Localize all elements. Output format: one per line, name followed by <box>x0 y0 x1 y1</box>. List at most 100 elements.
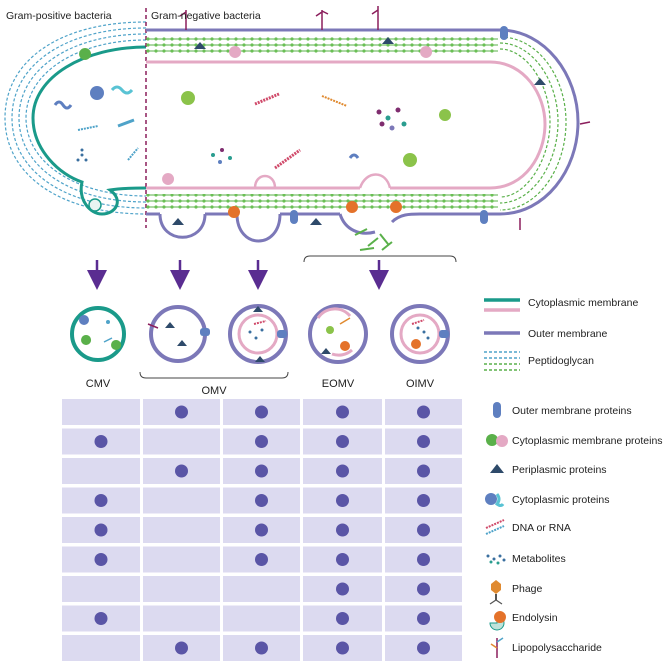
matrix-cell <box>143 576 220 602</box>
legend-label: Endolysin <box>512 612 558 624</box>
metabolites-icon <box>486 554 506 565</box>
presence-dot <box>417 612 430 625</box>
matrix-cell <box>62 635 140 661</box>
legend-label: Lipopolysaccharide <box>512 642 602 654</box>
presence-dot <box>255 435 268 448</box>
cytoplasmic-membrane-protein-icon <box>486 434 508 447</box>
presence-dot <box>255 553 268 566</box>
outer-membrane-protein-icon <box>493 402 501 418</box>
legend-lipopolysaccharide: Lipopolysaccharide <box>490 637 602 658</box>
gram-negative-wall <box>146 28 580 243</box>
presence-dot <box>94 612 108 625</box>
presence-dot <box>94 553 108 566</box>
legend-periplasmic-proteins: Periplasmic proteins <box>490 464 607 476</box>
presence-dot <box>255 523 268 537</box>
legend-label: Metabolites <box>512 553 566 565</box>
legend-label: Peptidoglycan <box>528 355 594 367</box>
oimv-vesicle <box>390 304 450 364</box>
matrix-cell <box>143 487 220 514</box>
presence-dot <box>417 494 430 507</box>
presence-dot <box>175 405 188 419</box>
presence-dot <box>336 612 349 625</box>
bacterium-illustration <box>4 6 591 251</box>
composition-matrix <box>62 399 462 661</box>
legend-metabolites: Metabolites <box>486 553 566 565</box>
legend-phage: Phage <box>489 580 543 605</box>
legend-dna-rna: DNA or RNA <box>485 519 571 535</box>
presence-dot <box>417 405 430 419</box>
legend-cytoplasmic-membrane-proteins: Cytoplasmic membrane proteins <box>486 434 663 447</box>
matrix-cell <box>223 576 300 602</box>
omv-bracket <box>139 371 289 379</box>
gram-positive-wall <box>4 21 147 216</box>
endolysin-icon <box>489 611 506 631</box>
presence-dot <box>417 523 430 537</box>
presence-dot <box>417 582 430 596</box>
presence-dot <box>94 494 108 507</box>
matrix-cell <box>62 576 140 602</box>
membrane-legend: Cytoplasmic membrane Outer membrane Pept… <box>484 297 638 371</box>
presence-dot <box>336 494 349 507</box>
presence-dot <box>336 464 349 478</box>
presence-dot <box>255 494 268 507</box>
presence-dot <box>417 435 430 448</box>
legend-cytoplasmic-proteins: Cytoplasmic proteins <box>485 493 609 507</box>
presence-dot <box>336 435 349 448</box>
presence-dot <box>175 641 188 655</box>
cmv-vesicle <box>70 306 126 362</box>
omv-label: OMV <box>201 385 227 397</box>
matrix-cell <box>143 517 220 543</box>
presence-dot <box>175 464 188 478</box>
legend-label: Cytoplasmic membrane <box>528 297 638 309</box>
matrix-cell <box>143 605 220 632</box>
presence-dot <box>255 405 268 419</box>
presence-dot <box>336 553 349 566</box>
presence-dot <box>417 553 430 566</box>
component-legend: Outer membrane proteins Cytoplasmic memb… <box>485 402 663 658</box>
legend-label: Periplasmic proteins <box>512 464 607 476</box>
presence-dot <box>336 405 349 419</box>
presence-dot <box>336 641 349 655</box>
presence-dot <box>336 523 349 537</box>
legend-label: Outer membrane <box>528 328 608 340</box>
gram-negative-label: Gram-negative bacteria <box>151 10 261 22</box>
lipopolysaccharide-icon <box>490 637 504 658</box>
gram-positive-label: Gram-positive bacteria <box>6 10 112 22</box>
legend-label: Phage <box>512 583 543 595</box>
oimv-label: OIMV <box>406 378 435 390</box>
vesicle-row: CMV OMV EOMV OIMV <box>70 304 450 397</box>
legend-label: Cytoplasmic membrane proteins <box>512 435 663 447</box>
cytoplasmic-protein-icon <box>485 493 505 507</box>
matrix-cell <box>143 546 220 573</box>
matrix-cell <box>223 605 300 632</box>
release-arrows <box>87 255 457 290</box>
periplasmic-protein-icon <box>490 464 504 473</box>
legend-outer-membrane-proteins: Outer membrane proteins <box>493 402 632 418</box>
membrane-features <box>79 6 591 230</box>
presence-dot <box>417 464 430 478</box>
explosive-lysis-fragments <box>354 228 393 251</box>
cmv-label: CMV <box>86 378 111 390</box>
legend-label: DNA or RNA <box>512 522 571 534</box>
presence-dot <box>336 582 349 596</box>
cytoplasm-contents <box>53 85 451 170</box>
presence-dot <box>255 464 268 478</box>
peptidoglycan-icon <box>484 351 520 371</box>
legend-outer-membrane: Outer membrane <box>484 328 608 340</box>
phage-icon <box>489 580 503 605</box>
matrix-cell <box>62 458 140 484</box>
legend-label: Cytoplasmic proteins <box>512 494 609 506</box>
presence-dot <box>417 641 430 655</box>
matrix-cell <box>143 428 220 455</box>
omv-inner-vesicle <box>228 304 288 364</box>
dna-rna-icon <box>485 519 505 535</box>
legend-label: Outer membrane proteins <box>512 405 632 417</box>
eomv-vesicle <box>308 304 368 364</box>
eomv-label: EOMV <box>322 378 355 390</box>
presence-dot <box>94 523 108 537</box>
matrix-cell <box>62 399 140 425</box>
omv-small-vesicle <box>147 305 210 363</box>
presence-dot <box>94 435 108 448</box>
legend-endolysin: Endolysin <box>489 611 558 631</box>
